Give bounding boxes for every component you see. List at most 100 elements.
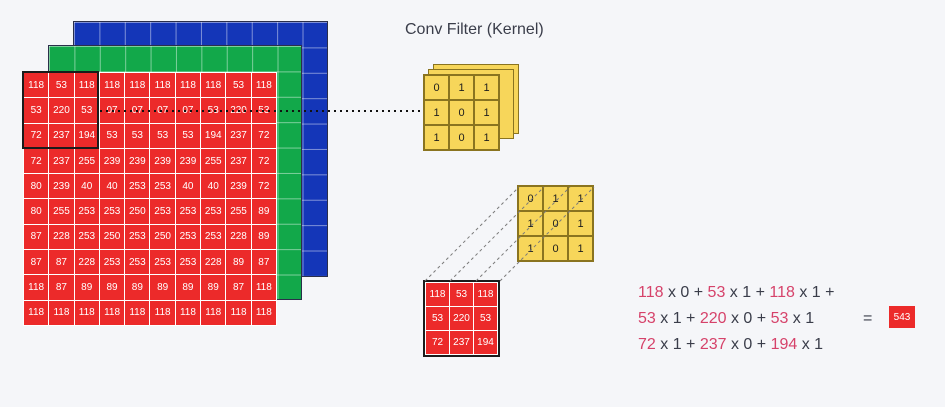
kernel-term: 1	[672, 310, 682, 327]
plus-operator: +	[752, 336, 771, 353]
input-pixel-cell: 72	[251, 123, 276, 148]
input-pixel-cell: 255	[74, 148, 99, 174]
input-pixel-cell: 118	[24, 275, 49, 300]
kernel-term: 0	[743, 310, 753, 327]
input-pixel-cell: 89	[125, 275, 150, 300]
kernel-term: 1	[742, 284, 752, 301]
pixel-term: 220	[699, 310, 727, 327]
kernel-weight-cell: 1	[424, 100, 449, 125]
input-pixel-cell: 253	[201, 224, 226, 250]
multiply-operator: x	[663, 284, 681, 301]
multiply-operator: x	[726, 310, 744, 327]
input-pixel-cell: 239	[49, 174, 74, 199]
patch-pixel-cell: 53	[450, 283, 473, 306]
kernel-weight-cell: 0	[543, 211, 568, 236]
kernel-weight-cell: 1	[568, 186, 593, 211]
input-pixel-cell: 118	[49, 300, 74, 325]
plus-operator: +	[681, 310, 700, 327]
input-pixel-cell: 228	[201, 250, 226, 275]
equation-line-3: 72 x 1 + 237 x 0 + 194 x 1	[638, 336, 823, 354]
kernel-term: 1	[805, 310, 815, 327]
input-pixel-cell: 255	[49, 199, 74, 224]
patch-pixel-cell: 118	[474, 283, 497, 306]
kernel-weight-cell: 0	[449, 125, 474, 150]
patch-pixel-cell: 53	[474, 307, 497, 330]
kernel-weight-cell: 1	[568, 211, 593, 236]
input-pixel-cell: 53	[74, 98, 99, 123]
multiply-operator: x	[794, 284, 812, 301]
input-pixel-cell: 118	[125, 300, 150, 325]
input-pixel-cell: 118	[150, 73, 175, 98]
input-pixel-cell: 40	[99, 174, 125, 199]
input-pixel-cell: 253	[150, 250, 175, 275]
input-pixel-cell: 87	[49, 250, 74, 275]
input-pixel-cell: 239	[150, 148, 175, 174]
input-pixel-cell: 253	[99, 199, 125, 224]
pixel-term: 194	[770, 336, 798, 353]
input-pixel-cell: 253	[125, 250, 150, 275]
input-pixel-cell: 255	[226, 199, 251, 224]
multiply-operator: x	[655, 310, 673, 327]
pixel-term: 237	[699, 336, 727, 353]
kernel-weight-cell: 1	[518, 236, 543, 261]
input-pixel-cell: 250	[150, 224, 175, 250]
pixel-term: 72	[638, 336, 656, 353]
input-pixel-cell: 118	[201, 300, 226, 325]
input-pixel-cell: 194	[74, 123, 99, 148]
input-pixel-cell: 250	[125, 199, 150, 224]
kernel-term: 1	[811, 284, 821, 301]
input-pixel-cell: 239	[226, 174, 251, 199]
input-pixel-cell: 237	[226, 148, 251, 174]
patch-pixel-cell: 220	[450, 307, 473, 330]
input-pixel-cell: 53	[201, 98, 226, 123]
input-pixel-cell: 07	[150, 98, 175, 123]
input-pixel-cell: 40	[201, 174, 226, 199]
input-pixel-cell: 89	[251, 199, 276, 224]
kernel-weight-cell: 0	[518, 186, 543, 211]
patch-pixel-cell: 194	[474, 331, 497, 354]
input-pixel-cell: 80	[24, 174, 49, 199]
input-pixel-cell: 253	[125, 224, 150, 250]
input-pixel-cell: 220	[226, 98, 251, 123]
input-pixel-cell: 237	[226, 123, 251, 148]
input-pixel-cell: 239	[125, 148, 150, 174]
input-pixel-cell: 80	[24, 199, 49, 224]
input-pixel-cell: 118	[226, 300, 251, 325]
input-pixel-cell: 253	[74, 224, 99, 250]
kernel-term: 0	[743, 336, 753, 353]
kernel-weight-cell: 1	[568, 236, 593, 261]
input-pixel-cell: 118	[251, 300, 276, 325]
input-pixel-cell: 250	[99, 224, 125, 250]
input-pixel-cell: 118	[175, 73, 201, 98]
input-pixel-cell: 239	[99, 148, 125, 174]
input-pixel-cell: 253	[99, 250, 125, 275]
input-pixel-cell: 40	[175, 174, 201, 199]
input-pixel-cell: 89	[150, 275, 175, 300]
input-pixel-cell: 53	[99, 123, 125, 148]
input-pixel-cell: 237	[49, 148, 74, 174]
equation-line-2: 53 x 1 + 220 x 0 + 53 x 1	[638, 310, 814, 328]
multiply-operator: x	[797, 336, 815, 353]
input-pixel-cell: 239	[175, 148, 201, 174]
input-pixel-cell: 87	[251, 250, 276, 275]
patch-pixel-cell: 53	[426, 307, 449, 330]
input-pixel-cell: 53	[125, 123, 150, 148]
input-pixel-cell: 89	[226, 250, 251, 275]
input-pixel-cell: 253	[175, 250, 201, 275]
multiply-operator: x	[726, 336, 744, 353]
kernel-weight-cell: 0	[449, 100, 474, 125]
kernel-term: 0	[680, 284, 690, 301]
input-pixel-cell: 118	[175, 300, 201, 325]
equals-sign: =	[863, 310, 873, 327]
input-pixel-cell: 253	[125, 174, 150, 199]
multiply-operator: x	[788, 310, 806, 327]
input-pixel-cell: 89	[99, 275, 125, 300]
input-pixel-cell: 87	[226, 275, 251, 300]
input-pixel-cell: 53	[49, 73, 74, 98]
input-pixel-cell: 118	[74, 73, 99, 98]
kernel-weight-cell: 1	[474, 125, 499, 150]
input-pixel-cell: 72	[24, 123, 49, 148]
